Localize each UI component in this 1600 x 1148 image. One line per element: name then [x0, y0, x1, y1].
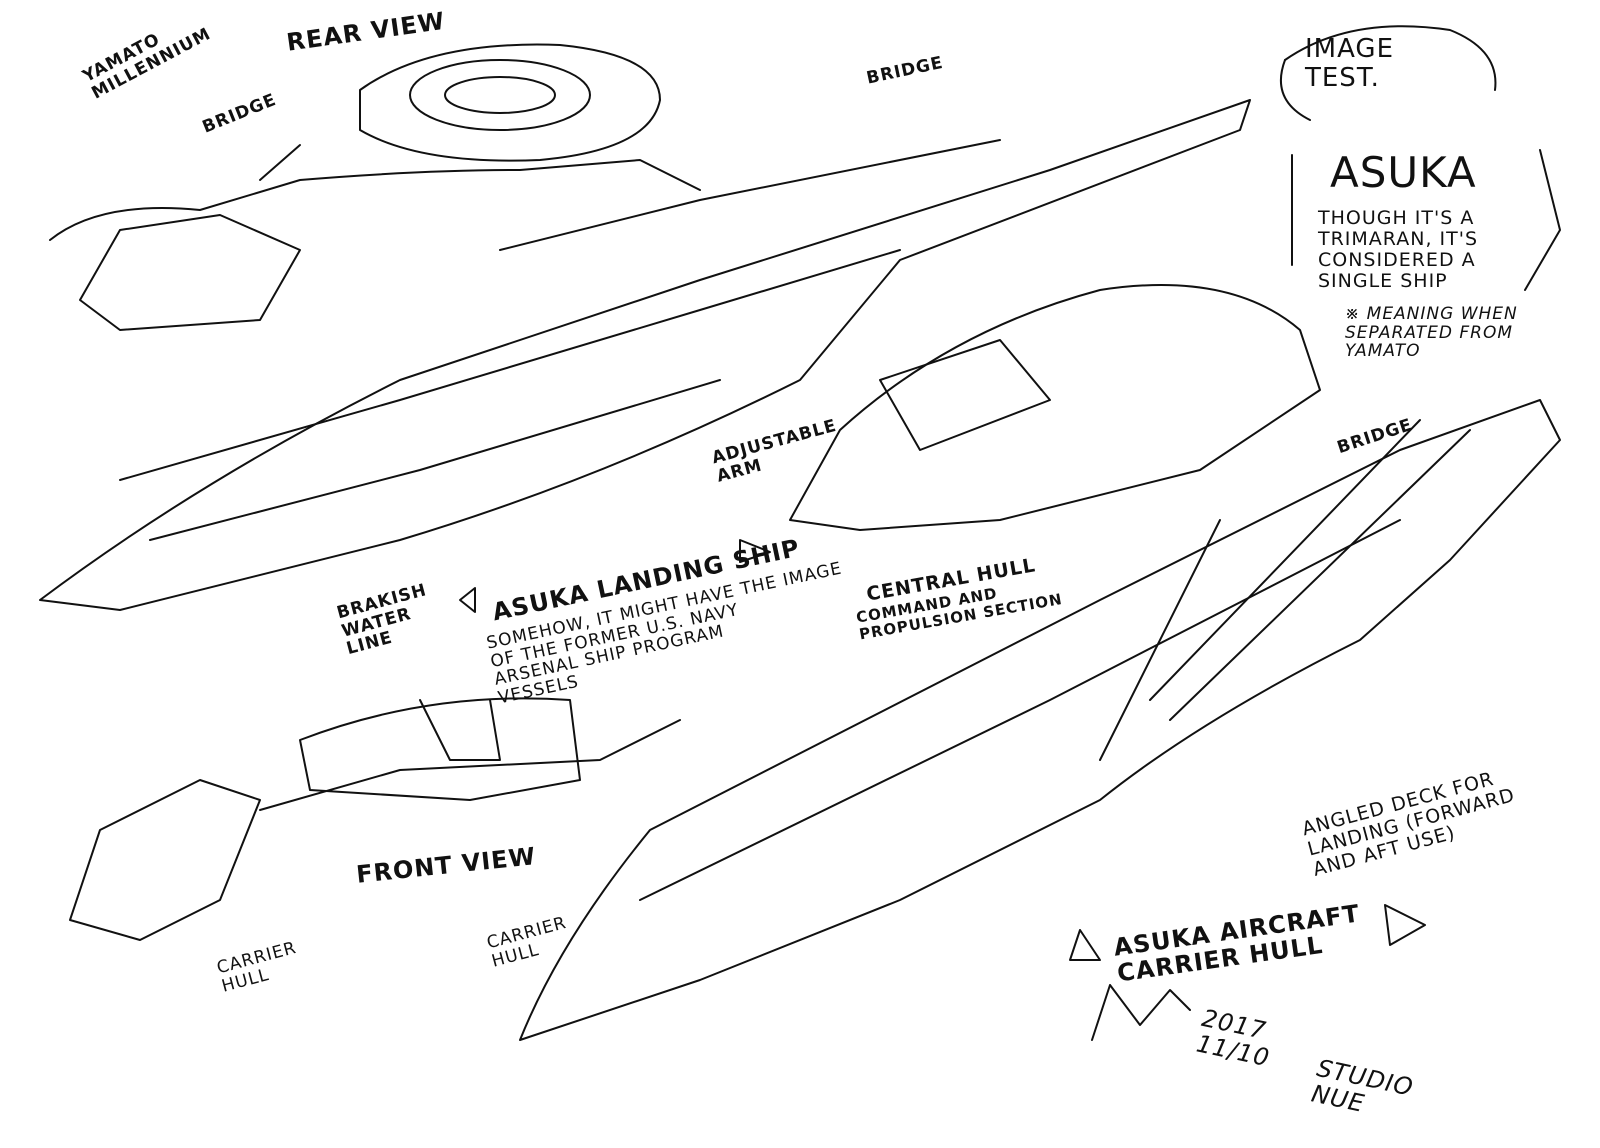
carrier-hull-sketch — [519, 399, 1561, 1041]
asuka-footnote: ※ MEANING WHEN SEPARATED FROM YAMATO — [1345, 304, 1518, 362]
asuka-description: THOUGH IT'S A TRIMARAN, IT'S CONSIDERED … — [1318, 207, 1479, 292]
asuka-title: ASUKA — [1330, 148, 1477, 197]
image-test-note: IMAGE TEST. — [1305, 34, 1395, 93]
rear-view-sketch — [49, 43, 701, 331]
central-hull-sketch — [789, 284, 1321, 531]
landing-ship-sketch — [39, 99, 1251, 611]
annotation-marks — [459, 25, 1561, 1041]
front-view-sketch — [69, 697, 681, 941]
